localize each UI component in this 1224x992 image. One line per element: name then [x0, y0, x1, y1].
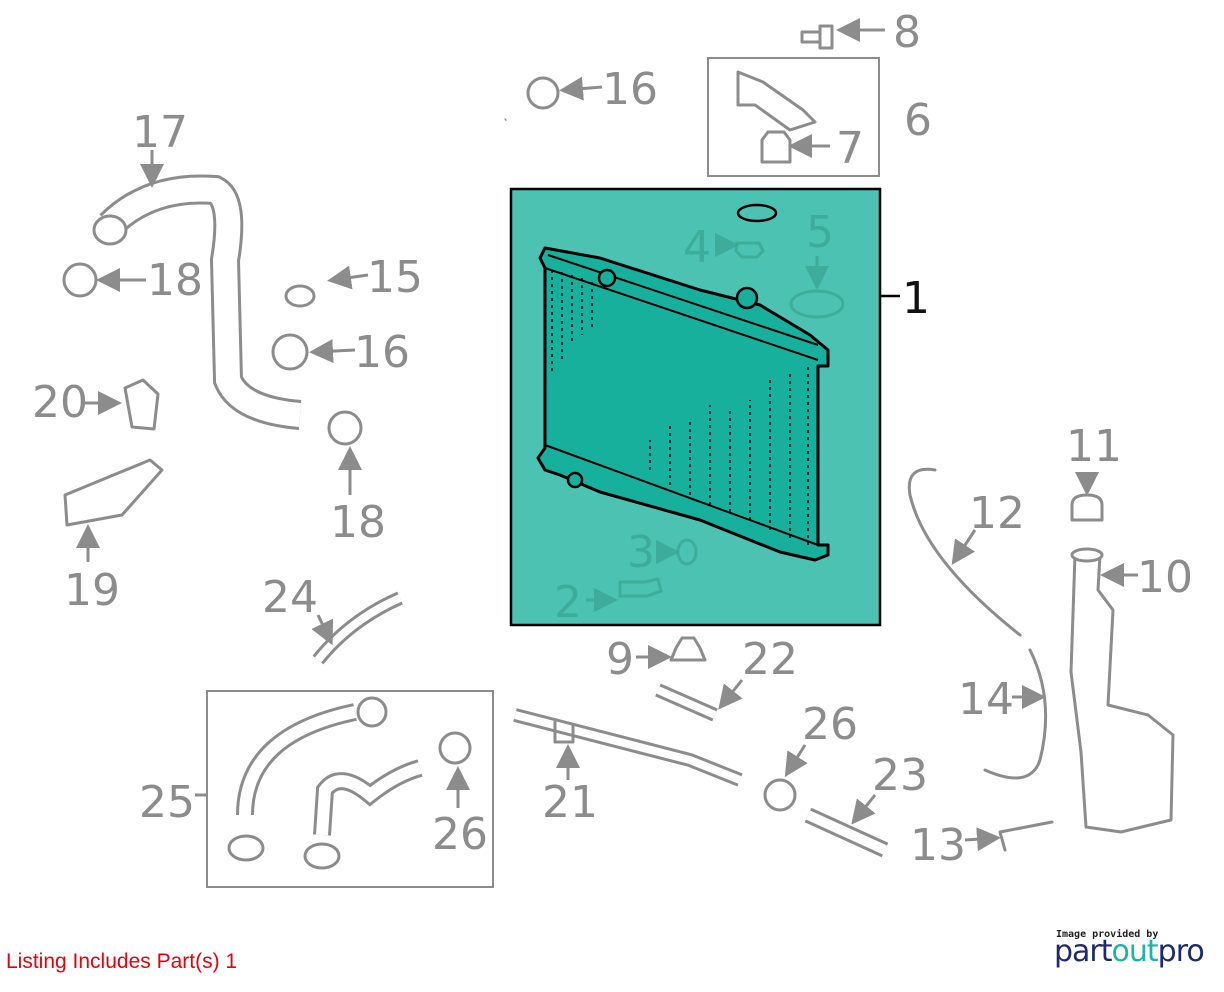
part-14-tube[interactable] [983, 648, 1048, 780]
logo-text-out: out [1111, 934, 1159, 969]
callout-12[interactable]: 12 [969, 488, 1025, 539]
callout-15[interactable]: 15 [367, 252, 423, 303]
callout-18[interactable]: 18 [330, 497, 386, 548]
logo-text-part: part [1054, 934, 1113, 969]
callout-11[interactable]: 11 [1066, 421, 1122, 472]
callout-22[interactable]: 22 [742, 634, 798, 685]
callout-25[interactable]: 25 [139, 777, 195, 828]
part-10-reservoir-tank[interactable] [1069, 547, 1175, 834]
callout-10[interactable]: 10 [1137, 552, 1193, 603]
callout-24[interactable]: 24 [262, 572, 318, 623]
part-18-clamp-mid[interactable] [327, 410, 363, 446]
callout-16[interactable]: 16 [354, 327, 410, 378]
logo-text-pro: pro [1157, 934, 1205, 969]
listing-includes-text: Listing Includes Part(s) 1 [6, 950, 238, 973]
callout-13[interactable]: 13 [910, 820, 966, 871]
callout-6[interactable]: 6 [904, 95, 932, 146]
group-box-25 [206, 690, 494, 888]
image-credit-text: Image provided by [1056, 929, 1159, 940]
callout-23[interactable]: 23 [872, 750, 928, 801]
part-24-hose[interactable] [312, 591, 403, 665]
callout-26[interactable]: 26 [432, 809, 488, 860]
part-19-bracket[interactable] [63, 458, 164, 527]
callout-8[interactable]: 8 [893, 7, 921, 58]
callout-5[interactable]: 5 [806, 207, 834, 258]
part-16-clamp-top[interactable] [526, 76, 560, 110]
callout-1[interactable]: 1 [902, 273, 930, 324]
callout-17[interactable]: 17 [132, 107, 188, 158]
radiator-fins [551, 270, 809, 545]
callout-20[interactable]: 20 [32, 377, 88, 428]
part-7-cushion[interactable] [760, 130, 792, 164]
callout-2[interactable]: 2 [554, 577, 582, 628]
part-25-hoses[interactable] [227, 696, 472, 870]
callout-21[interactable]: 21 [542, 777, 598, 828]
callout-18[interactable]: 18 [147, 255, 203, 306]
callout-26[interactable]: 26 [802, 699, 858, 750]
callout-3[interactable]: 3 [627, 527, 655, 578]
part-20-clip[interactable] [123, 378, 160, 431]
part-13-hose[interactable] [998, 820, 1054, 852]
callout-9[interactable]: 9 [606, 634, 634, 685]
part-23-hose[interactable] [804, 807, 889, 858]
part-8-bolt[interactable] [800, 24, 834, 50]
callout-19[interactable]: 19 [64, 565, 120, 616]
part-6-bracket[interactable] [736, 70, 817, 132]
callout-16[interactable]: 16 [602, 64, 658, 115]
callout-7[interactable]: 7 [836, 123, 864, 174]
part-17-lower-hose[interactable] [92, 174, 302, 430]
part-16-clamp-mid[interactable] [271, 333, 309, 371]
leader-arrows [76, 18, 1138, 852]
part-26-clamp-right[interactable] [763, 778, 797, 812]
callout-4[interactable]: 4 [683, 222, 711, 273]
part-18-clamp-left[interactable] [62, 262, 98, 298]
radiator-assembly-highlight[interactable] [509, 187, 882, 627]
part-22-hose[interactable] [655, 683, 718, 722]
partoutpro-logo: partoutpro [1054, 934, 1205, 969]
callout-14[interactable]: 14 [958, 674, 1014, 725]
group-box-6 [707, 57, 880, 177]
part-15-upper-hose[interactable] [284, 110, 511, 308]
part-12-tube[interactable] [907, 467, 1022, 637]
part-21-pipe[interactable] [513, 708, 743, 787]
part-11-cap[interactable] [1070, 493, 1104, 522]
part-9-cushion[interactable] [669, 636, 707, 662]
